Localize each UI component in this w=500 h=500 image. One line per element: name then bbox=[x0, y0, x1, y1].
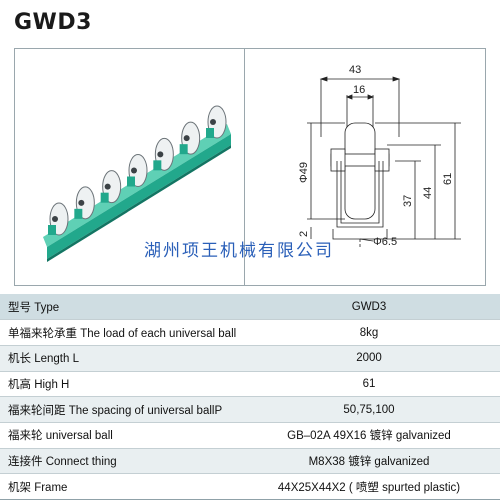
roller-hub bbox=[183, 135, 190, 142]
row-value: 8kg bbox=[238, 319, 500, 346]
roller-hub bbox=[78, 199, 85, 206]
table-row: 福来轮 universal ball GB–02A 49X16 镀锌 galva… bbox=[0, 422, 500, 449]
table-row: 单福来轮承重 The load of each universal ball 8… bbox=[0, 319, 500, 346]
row-label: 机架 Frame bbox=[0, 473, 238, 500]
hole-leader bbox=[359, 238, 374, 242]
row-label: 机高 High H bbox=[0, 371, 238, 398]
header-label: 型号 Type bbox=[0, 294, 238, 321]
dim-hole-label: Φ6.5 bbox=[373, 236, 397, 248]
roller-hub bbox=[131, 167, 137, 174]
product-model-title: GWD3 bbox=[14, 10, 92, 35]
row-label: 福来轮 universal ball bbox=[0, 422, 238, 449]
roller-bracket bbox=[100, 192, 109, 203]
nut-left bbox=[330, 148, 346, 172]
row-value: 50,75,100 bbox=[238, 396, 500, 423]
table-row: 机高 High H 61 bbox=[0, 371, 500, 398]
rail-bottom-edge bbox=[47, 145, 231, 262]
roller-wheels bbox=[48, 105, 227, 236]
roller-hub bbox=[210, 119, 216, 125]
dim-diameter-label: Φ49 bbox=[298, 162, 310, 183]
roller-hub bbox=[52, 216, 58, 222]
roller-track-illustration bbox=[43, 105, 231, 262]
nut-right bbox=[374, 148, 390, 172]
wheel-outline bbox=[344, 122, 376, 220]
dim-base-label: 2 bbox=[298, 231, 310, 237]
arrow bbox=[392, 76, 401, 82]
arrow bbox=[367, 94, 375, 100]
roller-hub bbox=[157, 151, 164, 158]
dim-inner-width-label: 16 bbox=[353, 84, 365, 96]
table-row: 福来轮间距 The spacing of universal ballP 50,… bbox=[0, 396, 500, 423]
table-row: 机长 Length L 2000 bbox=[0, 345, 500, 372]
row-value: M8X38 镀锌 galvanized bbox=[238, 448, 500, 475]
spec-table: 型号 Type GWD3 单福来轮承重 The load of each uni… bbox=[0, 294, 500, 500]
roller-bracket bbox=[48, 225, 56, 235]
roller-bracket bbox=[206, 128, 214, 138]
product-photo bbox=[15, 49, 244, 285]
row-value: 2000 bbox=[238, 345, 500, 372]
panel-divider bbox=[244, 49, 245, 285]
product-figure: 43 16 Φ49 2 bbox=[14, 48, 486, 286]
roller-bracket bbox=[74, 208, 83, 219]
u-bracket-inner bbox=[340, 161, 380, 224]
roller-bracket bbox=[153, 160, 162, 171]
u-bracket bbox=[336, 161, 384, 228]
table-header-row: 型号 Type GWD3 bbox=[0, 294, 500, 321]
roller-hub bbox=[104, 183, 111, 190]
dim-height-total-label: 44 bbox=[422, 187, 434, 199]
row-label: 连接件 Connect thing bbox=[0, 448, 238, 475]
row-label: 机长 Length L bbox=[0, 345, 238, 372]
row-value: 61 bbox=[238, 371, 500, 398]
row-label: 单福来轮承重 The load of each universal ball bbox=[0, 319, 238, 346]
dim-height-outer-label: 61 bbox=[442, 173, 454, 185]
technical-drawing: 43 16 Φ49 2 bbox=[245, 49, 485, 285]
arrow bbox=[319, 76, 328, 82]
row-value: 44X25X44X2 ( 喷塑 spurted plastic) bbox=[238, 473, 500, 500]
header-value: GWD3 bbox=[238, 294, 500, 321]
table-row: 连接件 Connect thing M8X38 镀锌 galvanized bbox=[0, 448, 500, 475]
row-value: GB–02A 49X16 镀锌 galvanized bbox=[238, 422, 500, 449]
company-watermark: 湖州项王机械有限公司 bbox=[144, 241, 334, 261]
row-label: 福来轮间距 The spacing of universal ballP bbox=[0, 396, 238, 423]
dim-top-width-label: 43 bbox=[349, 64, 361, 76]
dim-height-mid-label: 37 bbox=[402, 195, 414, 207]
roller-bracket bbox=[127, 176, 135, 187]
roller-bracket bbox=[179, 144, 188, 155]
rail-side-face bbox=[47, 134, 231, 259]
dimension-drawing: 43 16 Φ49 2 bbox=[298, 64, 461, 249]
arrow bbox=[345, 94, 353, 100]
table-row: 机架 Frame 44X25X44X2 ( 喷塑 spurted plastic… bbox=[0, 473, 500, 500]
